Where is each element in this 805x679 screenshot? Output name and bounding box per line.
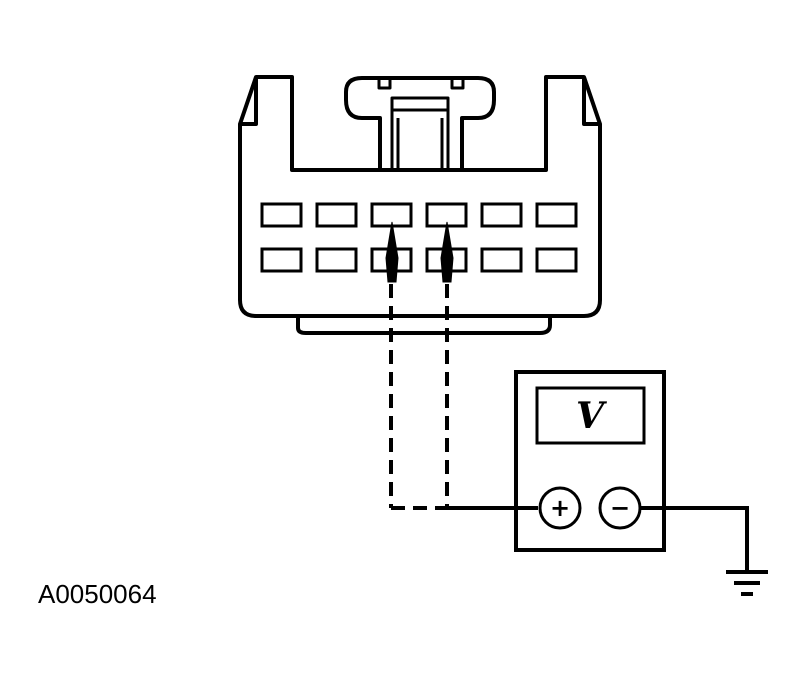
negative-terminal: [598, 486, 642, 530]
connector-bottom-lip: [296, 316, 552, 335]
voltmeter-display-symbol: V: [576, 395, 607, 437]
cavity-r1-c6: [535, 202, 578, 228]
latch-release: [390, 96, 450, 172]
connector: [238, 75, 602, 335]
positive-terminal: [538, 486, 582, 530]
figure-id: A0050064: [38, 579, 157, 609]
connector-shell: [238, 75, 602, 318]
voltmeter-display: [535, 386, 646, 445]
voltmeter: V + −: [514, 370, 666, 552]
connector-latch: [344, 76, 496, 170]
latch-notch-right: [450, 76, 465, 90]
cavity-grid: [260, 202, 578, 273]
cavity-r2-c5: [480, 247, 523, 273]
latch-notch-left: [377, 76, 392, 90]
wire-negative-to-ground: [641, 506, 749, 570]
connector-inner-wall-right: [582, 77, 600, 126]
voltmeter-body: [514, 370, 666, 552]
probe-tip-right: [440, 221, 454, 283]
probe-tips: [385, 221, 454, 283]
cavity-r2-c2: [315, 247, 358, 273]
cavity-r2-c1: [260, 247, 303, 273]
cavity-r1-c1: [260, 202, 303, 228]
cavity-r1-c5: [480, 202, 523, 228]
meter-wiring: [447, 506, 749, 570]
cavity-r2-c6: [535, 247, 578, 273]
positive-terminal-label: +: [550, 494, 570, 522]
cavity-r1-c2: [315, 202, 358, 228]
ground-icon: [726, 570, 768, 596]
probe-tip-left: [385, 221, 399, 283]
probe-leads: [389, 284, 449, 510]
negative-terminal-label: −: [610, 494, 630, 522]
connector-inner-wall-left: [240, 77, 258, 126]
